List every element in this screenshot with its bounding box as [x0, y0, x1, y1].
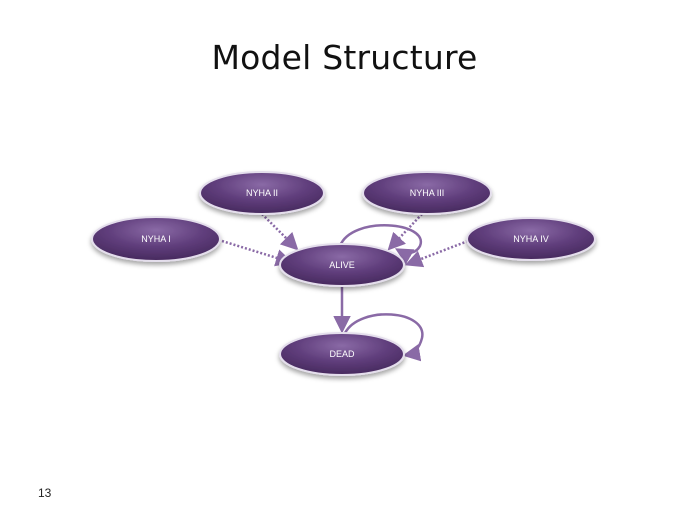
node-label: DEAD: [329, 349, 355, 359]
edge-nyha-iii-to-alive: [387, 213, 423, 251]
node-label: NYHA IV: [513, 234, 549, 244]
node-label: NYHA III: [410, 188, 445, 198]
edge-dead-self-loop: [343, 313, 424, 362]
node-nyha-iv: NYHA IV: [466, 217, 596, 261]
node-nyha-ii: NYHA II: [199, 171, 325, 215]
node-label: NYHA II: [246, 188, 278, 198]
edge-nyha-i-to-alive: [221, 239, 294, 267]
node-dead: DEAD: [279, 332, 405, 376]
edge-alive-self-loop: [338, 224, 422, 265]
edge-nyha-ii-to-alive: [261, 213, 299, 251]
node-nyha-iii: NYHA III: [362, 171, 492, 215]
node-label: NYHA I: [141, 234, 171, 244]
edge-nyha-iv-to-alive: [404, 239, 469, 268]
slide-number: 13: [38, 486, 52, 500]
edges: [221, 213, 469, 362]
node-nyha-i: NYHA I: [91, 216, 221, 262]
slide-title: Model Structure: [211, 38, 478, 77]
node-label: ALIVE: [329, 260, 355, 270]
node-alive: ALIVE: [279, 243, 405, 287]
